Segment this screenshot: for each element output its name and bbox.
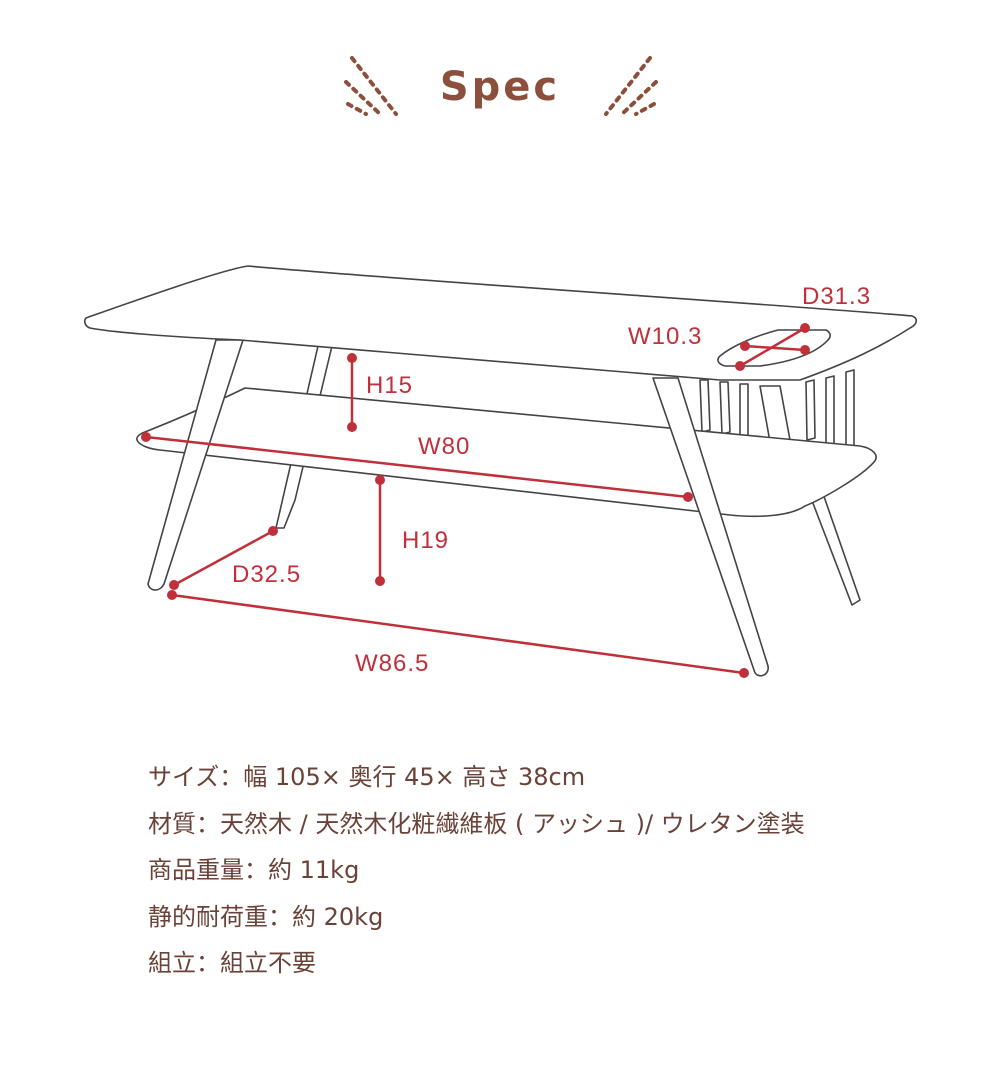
dim-line-d32 xyxy=(172,529,275,587)
page-title: Spec xyxy=(439,64,561,110)
front-left-leg xyxy=(147,339,244,591)
left-sparkle-icon xyxy=(344,56,398,116)
dimension-lines xyxy=(144,326,807,675)
dim-line-w10 xyxy=(743,344,807,352)
spec-load-capacity: 静的耐荷重：約 20kg xyxy=(148,902,384,931)
header: Spec xyxy=(0,52,1000,132)
back-right-leg xyxy=(805,484,861,606)
spec-assembly: 組立：組立不要 xyxy=(148,949,316,977)
table-outline xyxy=(84,265,918,677)
tabletop xyxy=(84,265,918,381)
magazine-rack xyxy=(699,369,855,451)
label-h15: H15 xyxy=(366,372,413,399)
right-sparkle-icon xyxy=(604,56,658,116)
spec-material: 材質：天然木 / 天然木化粧繊維板 ( アッシュ )/ ウレタン塗装 xyxy=(148,809,805,838)
spec-weight: 商品重量：約 11kg xyxy=(148,856,360,884)
dim-line-d31 xyxy=(738,326,807,368)
dim-line-w80 xyxy=(144,435,690,499)
dim-line-w86 xyxy=(170,593,746,675)
label-w80: W80 xyxy=(418,433,470,460)
front-right-leg xyxy=(652,377,769,677)
spec-size: サイズ：幅 105× 奥行 45× 高さ 38cm xyxy=(148,763,586,791)
spec-list: サイズ：幅 105× 奥行 45× 高さ 38cm 材質：天然木 / 天然木化粧… xyxy=(148,754,948,987)
dimension-dots xyxy=(141,323,810,678)
table-diagram: D31.3 W10.3 H15 W80 H19 D32.5 W86.5 xyxy=(84,265,918,678)
label-d31-3: D31.3 xyxy=(802,283,871,310)
label-w86-5: W86.5 xyxy=(355,650,429,677)
label-d32-5: D32.5 xyxy=(232,561,301,588)
label-h19: H19 xyxy=(402,527,449,554)
label-w10-3: W10.3 xyxy=(628,323,702,350)
